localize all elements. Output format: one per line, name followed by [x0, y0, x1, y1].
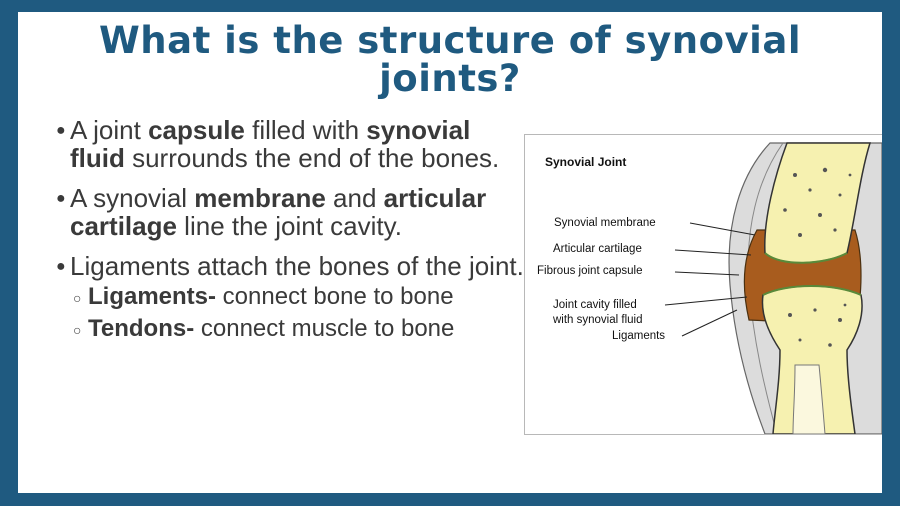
synovial-joint-diagram: Synovial Joint Synovial membrane Articul…: [524, 134, 882, 435]
bullet-text: line the joint cavity.: [176, 211, 402, 241]
label-joint-cavity-line1: Joint cavity filled: [553, 299, 637, 311]
bullet-bold: articular cartilage: [70, 183, 487, 241]
marrow-cavity: [792, 364, 826, 434]
subbullet-text: connect muscle to bone: [194, 315, 455, 342]
bullet-text: A synovial: [70, 183, 195, 213]
diagram-title: Synovial Joint: [545, 155, 627, 169]
bullet-text: A joint: [70, 115, 149, 145]
bullet-list: ● A joint capsule filled with synovial f…: [56, 116, 526, 344]
bone-marrow-texture: [783, 167, 852, 347]
subbullet-circle-icon: ○: [73, 290, 82, 306]
bullet-dot-icon: ●: [56, 190, 66, 207]
subbullet-text: connect bone to bone: [216, 283, 454, 310]
bullet-membrane: ● A synovial membrane and articular cart…: [56, 184, 526, 240]
bullet-ligaments: ● Ligaments attach the bones of the join…: [56, 252, 526, 280]
upper-cartilage: [764, 252, 848, 264]
slide-title: What is the structure of synovial joints…: [18, 22, 882, 98]
label-fibrous-capsule: Fibrous joint capsule: [537, 265, 643, 277]
label-synovial-membrane: Synovial membrane: [554, 217, 656, 229]
subbullet-circle-icon: ○: [73, 322, 82, 338]
bullet-text: filled with: [244, 115, 367, 145]
subbullet-tendons: ○ Tendons- connect muscle to bone: [56, 314, 526, 344]
bullet-bold: synovial fluid: [70, 115, 471, 173]
label-articular-cartilage: Articular cartilage: [553, 243, 642, 255]
bullet-bold: capsule: [148, 115, 245, 145]
slide: What is the structure of synovial joints…: [18, 12, 882, 493]
bullet-text: Ligaments attach the bones of the joint.: [70, 251, 524, 281]
label-ligaments: Ligaments: [612, 330, 666, 342]
joint-illustration: [664, 142, 882, 434]
bullet-bold: membrane: [194, 183, 326, 213]
bullet-dot-icon: ●: [56, 122, 66, 139]
bullet-text: and: [325, 183, 384, 213]
bullet-dot-icon: ●: [56, 258, 66, 275]
subbullet-bold: Ligaments-: [88, 283, 217, 310]
label-joint-cavity-line2: with synovial fluid: [553, 314, 643, 326]
bullet-text: surrounds the end of the bones.: [124, 143, 500, 173]
title-line-1: What is the structure of synovial: [98, 19, 801, 62]
lower-cartilage: [762, 285, 862, 296]
subbullet-bold: Tendons-: [88, 315, 195, 342]
subbullet-ligaments: ○ Ligaments- connect bone to bone: [56, 282, 526, 312]
title-line-2: joints?: [379, 57, 521, 100]
label-leader-lines: [664, 222, 756, 337]
bullet-capsule: ● A joint capsule filled with synovial f…: [56, 116, 526, 172]
